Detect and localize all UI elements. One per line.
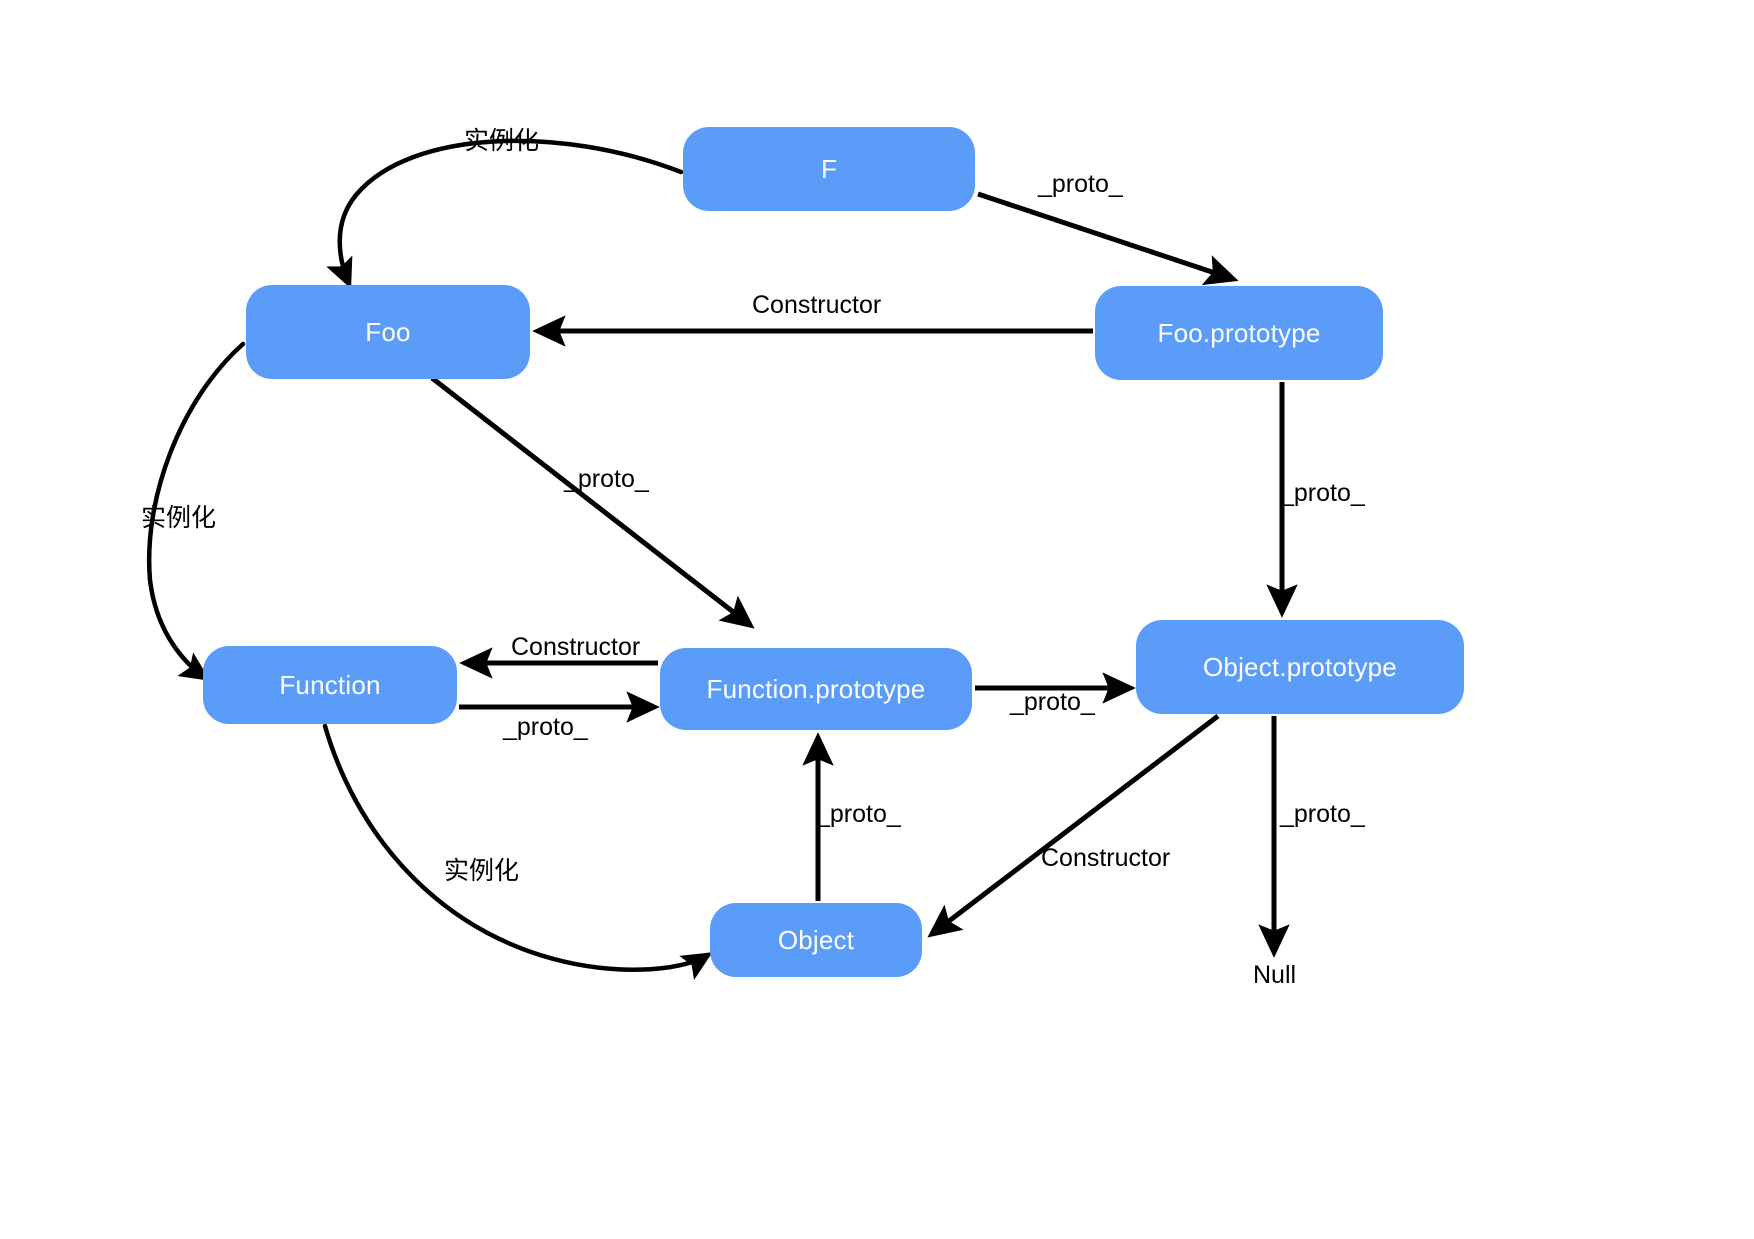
edge-label-fooprototype-to-objprototype: _proto_ [1280, 481, 1365, 506]
edge-label-text: 实例化 [444, 857, 520, 885]
edge-f-to-foo [326, 138, 684, 289]
node-object-prototype[interactable]: Object.prototype [1136, 620, 1464, 714]
edge-label-text: Constructor [752, 291, 882, 319]
edge-label-f-to-foo: 实例化 [464, 129, 539, 154]
node-function[interactable]: Function [203, 646, 457, 724]
edge-label-f-to-fooprototype: _proto_ [1038, 172, 1123, 197]
edge-label-functionprototype-to-function: Constructor [511, 635, 640, 660]
edge-label-text: _proto_ [503, 713, 588, 741]
edge-label-text: Constructor [1041, 844, 1171, 872]
node-foo-label: Foo [365, 317, 411, 347]
edge-label-functionproto-to-objproto: _proto_ [1010, 690, 1095, 715]
node-object-prototype-label: Object.prototype [1203, 652, 1397, 682]
edge-label-text: 实例化 [464, 127, 540, 155]
node-f-label: F [820, 154, 838, 184]
edge-label-object-to-functionprototype: _proto_ [816, 802, 901, 827]
edge-function-to-object [322, 723, 713, 981]
edge-label-text: _proto_ [1280, 479, 1365, 507]
edge-label-text: _proto_ [1280, 800, 1365, 828]
edge-label-text: _proto_ [564, 465, 649, 493]
terminal-null-label: Null [1253, 961, 1297, 989]
edge-label-text: _proto_ [1010, 688, 1095, 716]
edge-label-fooprototype-to-foo: Constructor [752, 293, 881, 318]
node-foo-prototype-label: Foo.prototype [1157, 318, 1321, 348]
node-function-label: Function [279, 670, 381, 700]
edge-objprototype-to-object [927, 714, 1220, 938]
edge-label-text: _proto_ [1038, 170, 1123, 198]
node-object-label: Object [777, 925, 855, 955]
node-foo[interactable]: Foo [246, 285, 530, 379]
edge-f-to-fooprototype [977, 191, 1239, 286]
edge-label-objprototype-to-null: _proto_ [1280, 802, 1365, 827]
edge-label-text: 实例化 [141, 504, 217, 532]
edge-foo-to-functionprototype [430, 376, 755, 629]
edge-label-foo-to-functionprototype: _proto_ [564, 467, 649, 492]
node-function-prototype-label: Function.prototype [706, 674, 926, 704]
edge-label-foo-to-function: 实例化 [141, 506, 216, 531]
node-function-prototype[interactable]: Function.prototype [660, 648, 972, 730]
node-object[interactable]: Object [710, 903, 922, 977]
terminal-null: Null [1253, 963, 1296, 988]
edge-label-function-to-object: 实例化 [444, 859, 519, 884]
node-foo-prototype[interactable]: Foo.prototype [1095, 286, 1383, 380]
node-f[interactable]: F [683, 127, 975, 211]
edge-label-text: _proto_ [816, 800, 901, 828]
edge-foo-to-function [146, 341, 246, 681]
edge-label-objprototype-to-object: Constructor [1041, 846, 1170, 871]
edge-label-function-to-functionprototype: _proto_ [503, 715, 588, 740]
edge-label-text: Constructor [511, 633, 641, 661]
